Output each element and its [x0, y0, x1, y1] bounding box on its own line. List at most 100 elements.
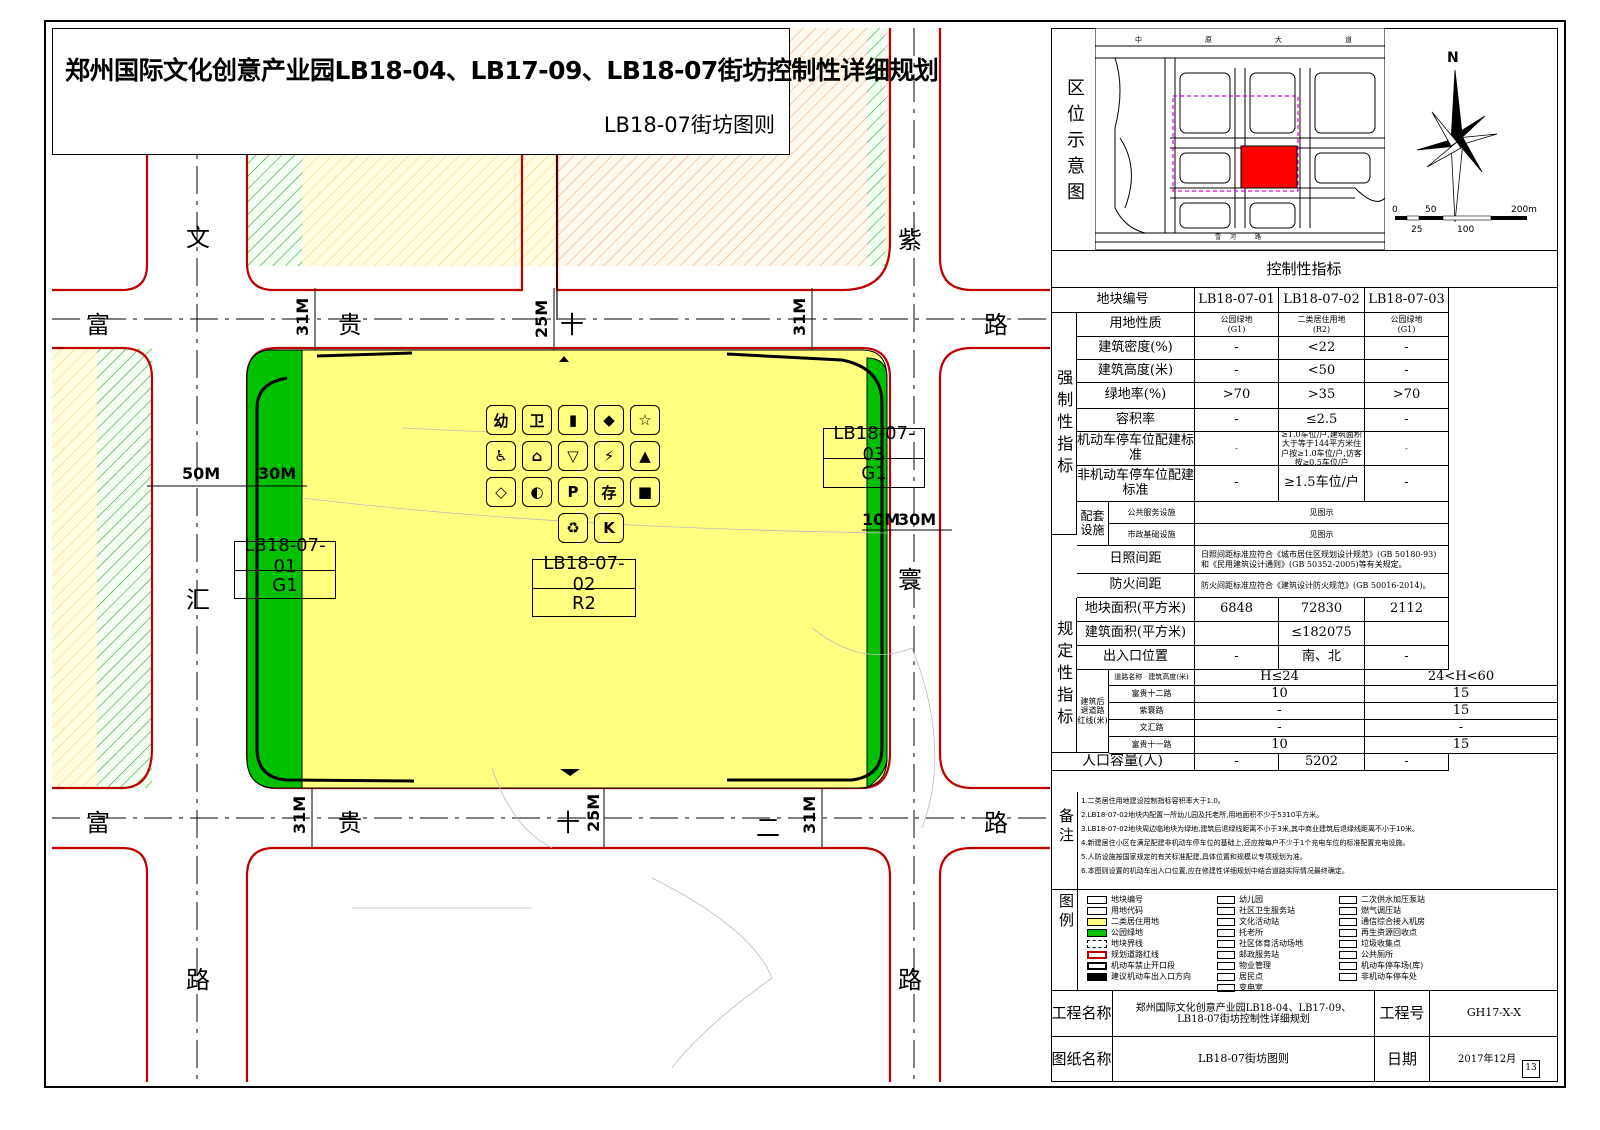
legend-label: 二次供水加压泵站: [1361, 895, 1425, 904]
legend-item: 公园绿地: [1087, 927, 1143, 938]
scale-bar: 0 50 200m 25 100: [1392, 205, 1537, 235]
notes-section: [1051, 792, 1558, 890]
legend-item: 二次供水加压泵站: [1339, 894, 1425, 905]
drawing-name-label: 图纸名称: [1051, 1037, 1113, 1082]
storage-icon: 存: [594, 477, 624, 507]
legend-swatch-icon: [1339, 939, 1357, 948]
plot-code: LB18-07-03: [824, 423, 924, 465]
community-service-icon: ☆: [630, 405, 660, 435]
legend-swatch-icon: [1217, 917, 1235, 926]
indicator-label: 建筑高度(米): [1077, 360, 1195, 383]
indicator-value: ≥1.0车位/户,建筑面积大于等于144平方米住户按≥1.0车位/户,访客按≥0…: [1279, 432, 1365, 466]
plot-type: G1: [272, 574, 298, 596]
project-no-label: 工程号: [1375, 991, 1430, 1037]
setback-value: 15: [1365, 703, 1558, 720]
elderly-care-icon: ♿: [486, 441, 516, 471]
legend-item: 垃圾收集点: [1339, 938, 1401, 949]
legend-swatch-icon: [1087, 917, 1107, 926]
setback-value: 10: [1195, 686, 1365, 703]
setback-road: 富贵十一路: [1109, 737, 1195, 754]
road-label-fu-bot: 富: [86, 809, 110, 837]
loc-road-char: 路: [1255, 233, 1261, 241]
indicator-value: 公园绿地 (G1): [1365, 313, 1449, 337]
page-number: 13: [1522, 1060, 1540, 1078]
legend-label: 非机动车停车处: [1361, 972, 1417, 981]
note-line: 2.LB18-07-02地块内配置一所幼儿园及托老所,用地面积不少于5310平方…: [1081, 811, 1324, 819]
green-strip-top-right: [867, 28, 885, 266]
gas-icon: ◐: [522, 477, 552, 507]
legend-label: 幼儿园: [1239, 895, 1263, 904]
legend-label: 图例: [1057, 893, 1075, 931]
legend-swatch-icon: [1339, 917, 1357, 926]
plot-green-g1-left: [246, 349, 303, 789]
home-icon: ⌂: [522, 441, 552, 471]
legend-label: 公园绿地: [1111, 928, 1143, 937]
facility-type-value: 见图示: [1195, 502, 1449, 524]
note-line: 4.新建居住小区在满足配建非机动车停车位的基础上,还应按每户不少于1个充电车位的…: [1081, 839, 1410, 847]
legend-label: 规划道路红线: [1111, 950, 1159, 959]
area-value: 72830: [1279, 598, 1365, 622]
legend-label: 二类居住用地: [1111, 917, 1159, 926]
population-value: 5202: [1279, 754, 1365, 771]
legend-label: 地块界线: [1111, 939, 1143, 948]
legend-label: 社区体育活动场地: [1239, 939, 1303, 948]
legend-label: 社区卫生服务站: [1239, 906, 1295, 915]
indicator-label: 机动车停车位配建标准: [1077, 432, 1195, 466]
setback-value: -: [1195, 703, 1365, 720]
facility-type-value: 见图示: [1195, 524, 1449, 546]
setback-value: 15: [1365, 737, 1558, 754]
legend-swatch-icon: [1339, 950, 1357, 959]
legend-label: 再生资源回收点: [1361, 928, 1417, 937]
legend-label: 燃气调压站: [1361, 906, 1401, 915]
scale-label: 200m: [1511, 205, 1537, 215]
dim-bot-31a: 31M: [290, 795, 309, 834]
compass-star-icon: [1416, 69, 1498, 223]
note-line: 3.LB18-07-02地块周边临地块为绿地,建筑后退绿线距离不小于3米,其中商…: [1081, 825, 1419, 833]
legend-swatch-icon: [1087, 895, 1107, 904]
legend-item: 社区体育活动场地: [1217, 938, 1303, 949]
plot-label-02: LB18-07-02 R2: [532, 553, 636, 617]
drawing-subtitle: LB18-07街坊图则: [603, 113, 775, 137]
legend-label: 机动车停车场(库): [1361, 961, 1424, 970]
legend-swatch-icon: [1339, 906, 1357, 915]
entrance-arrow-north: [559, 356, 569, 362]
north-label: N: [1447, 50, 1459, 66]
sunlight-label: 日照间距: [1077, 546, 1195, 574]
note-line: 1.二类居住用地建设控制指标容积率大于1.0。: [1081, 797, 1225, 805]
setback-header-road: 道路名称: [1114, 672, 1143, 681]
indicator-value: -: [1365, 337, 1449, 360]
road-label-lu-bot: 路: [984, 809, 1008, 837]
indicator-label: 容积率: [1077, 409, 1195, 432]
legend-item: 社区卫生服务站: [1217, 905, 1295, 916]
power-icon: ⚡: [594, 441, 624, 471]
area-value: 2112: [1365, 598, 1449, 622]
dim-top-31b: 31M: [790, 297, 809, 336]
fire-value: 防火间距标准应符合《建筑设计防火规范》(GB 50016-2014)。: [1195, 574, 1449, 598]
drawing-name-value: LB18-07街坊图则: [1113, 1037, 1375, 1082]
loc-road-char: 大: [1275, 35, 1282, 44]
road-label-er-bot: 二: [756, 814, 780, 842]
green-strip-left: [97, 348, 152, 788]
dim-top-31a: 31M: [293, 297, 312, 336]
kindergarten-icon: 幼: [486, 405, 516, 435]
setback-road: 文汇路: [1109, 720, 1195, 737]
plot-label-01: LB18-07-01 G1: [234, 535, 336, 599]
indicator-label: 绿地率(%): [1077, 383, 1195, 409]
indicator-value: >70: [1195, 383, 1279, 409]
legend-swatch-icon: [1217, 950, 1235, 959]
legend-label: 机动车禁止开口段: [1111, 961, 1175, 970]
legend-item: 规划道路红线: [1087, 949, 1159, 960]
road-label-lu-top: 路: [984, 311, 1008, 339]
setback-road: 富贵十二路: [1109, 686, 1195, 703]
legend-swatch-icon: [1087, 961, 1107, 970]
sunlight-value: 日照间距标准应符合《城市居住区规划设计规范》(GB 50180-93)和《民用建…: [1195, 546, 1449, 574]
legend-swatch-icon: [1087, 906, 1107, 915]
plot-type: R2: [572, 592, 596, 614]
indicator-value: -: [1365, 360, 1449, 383]
dim-left-50: 50M: [182, 464, 221, 483]
setback-value: -: [1365, 720, 1558, 737]
legend-item: 建议机动车出入口方向: [1087, 971, 1191, 982]
legend-item: 通信综合接入机房: [1339, 916, 1425, 927]
plot-no-cell: LB18-07-03: [1365, 288, 1449, 313]
plot-type: G1: [861, 463, 887, 484]
